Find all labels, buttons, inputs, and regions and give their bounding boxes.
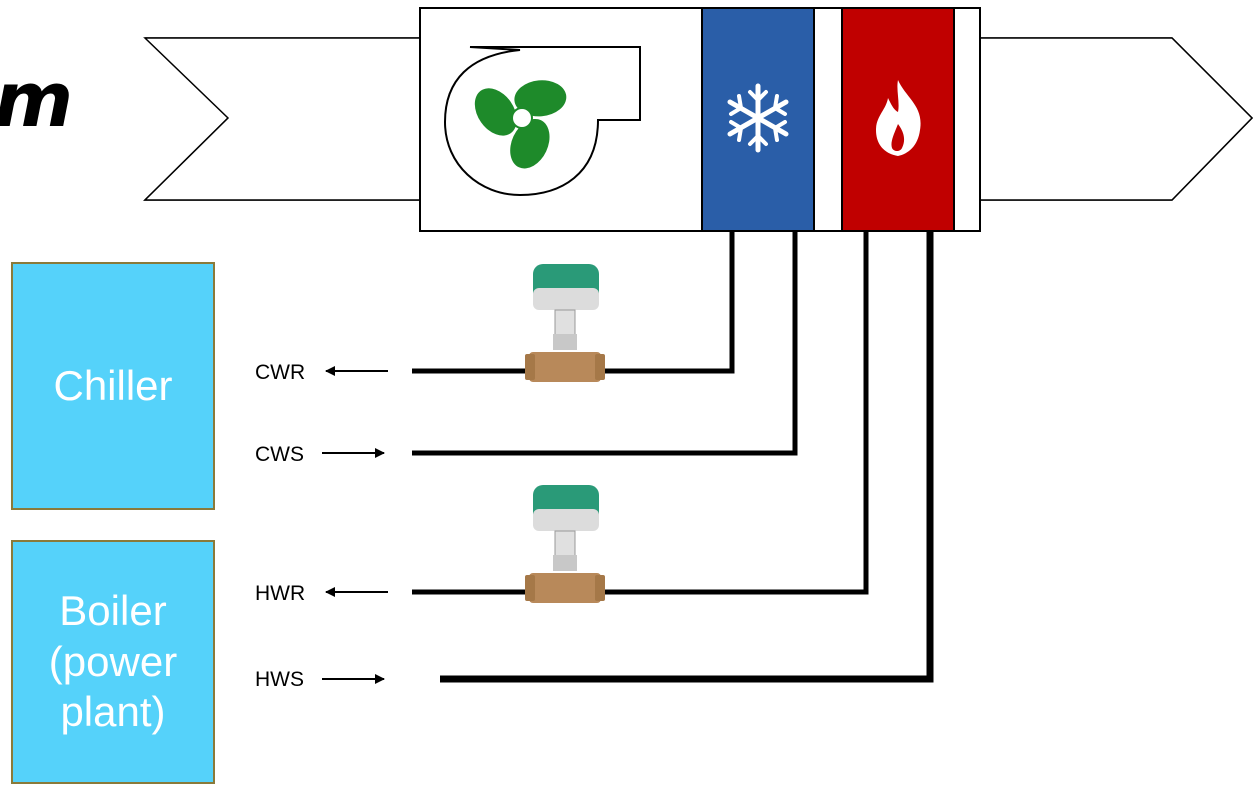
boiler-box: Boiler (power plant) [11, 540, 215, 784]
coil-gap [813, 7, 843, 232]
hwr-label: HWR [255, 582, 305, 605]
cwr-pipe [412, 231, 735, 374]
control-valve-icon [525, 264, 605, 382]
air-inlet-arrow [143, 37, 420, 201]
control-valve-icon [525, 485, 605, 603]
piping [412, 231, 934, 683]
boiler-label: Boiler (power plant) [48, 587, 178, 736]
pipe-labels: CWR CWS HWR HWS [255, 361, 388, 691]
cws-pipe [412, 231, 798, 456]
air-outlet-arrow [980, 37, 1254, 201]
outlet-section [953, 7, 981, 232]
flame-icon [876, 80, 921, 156]
cws-label: CWS [255, 443, 304, 466]
page-title-fragment: m [0, 55, 74, 144]
fan-housing [443, 46, 641, 197]
hws-label: HWS [255, 668, 304, 691]
chiller-box: Chiller [11, 262, 215, 510]
snowflake-icon [727, 83, 789, 153]
hwr-pipe [412, 231, 869, 595]
chiller-label: Chiller [53, 361, 173, 409]
fan-icon [474, 80, 567, 169]
cwr-label: CWR [255, 361, 305, 384]
hws-pipe [440, 231, 934, 683]
